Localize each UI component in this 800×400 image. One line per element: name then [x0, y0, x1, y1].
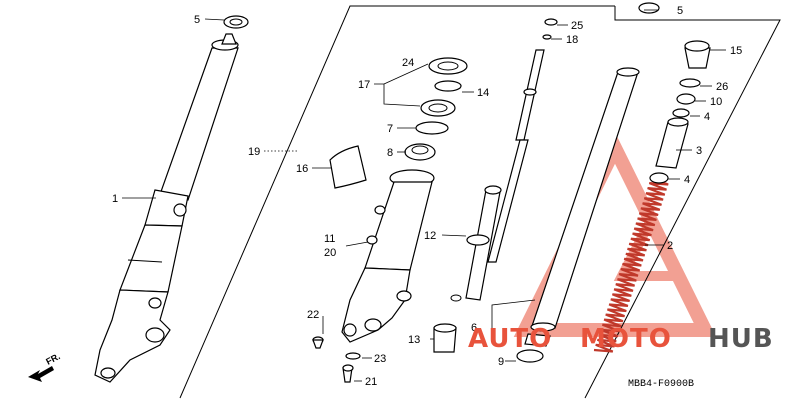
label-part-26: 26: [716, 81, 728, 93]
label-part-9: 9: [498, 356, 504, 368]
label-part-21: 21: [365, 376, 377, 388]
label-part-20: 20: [324, 247, 336, 259]
label-part-5-right: 5: [677, 5, 683, 17]
label-part-25: 25: [571, 20, 583, 32]
label-part-10: 10: [710, 96, 722, 108]
spring-2: [593, 176, 669, 353]
label-part-7: 7: [387, 123, 393, 135]
label-part-23: 23: [374, 353, 386, 365]
label-part-1: 1: [112, 193, 118, 205]
leader-lines: [122, 9, 726, 382]
damper-rod-12: [450, 18, 558, 302]
label-part-4-mid: 4: [684, 174, 690, 186]
label-part-2: 2: [667, 240, 673, 252]
label-part-19: 19: [248, 146, 260, 158]
fork-guard-16: [329, 145, 367, 189]
label-part-11: 11: [324, 233, 335, 245]
label-part-15: 15: [730, 45, 742, 57]
washer-part-5-left: [223, 15, 249, 29]
top-right-parts: [638, 2, 711, 184]
label-part-12: 12: [424, 230, 436, 242]
bolts: [312, 336, 361, 383]
assembly-boundary-left: [179, 5, 615, 399]
watermark-text-moto: MOTO: [580, 324, 672, 354]
label-part-8: 8: [387, 147, 393, 159]
fork-slider-19: [341, 169, 435, 343]
label-part-22: 22: [307, 309, 319, 321]
watermark-text-hub: HUB: [708, 324, 774, 354]
label-part-14: 14: [477, 87, 489, 99]
drawing-code: MBB4-F0900B: [628, 379, 694, 390]
label-part-5-left: 5: [194, 14, 200, 26]
fork-assembly-left: [94, 33, 239, 383]
label-part-6: 6: [471, 322, 477, 334]
label-part-17: 17: [358, 79, 370, 91]
assembly-boundary: [584, 6, 781, 399]
watermark-text-auto: AUTO: [468, 324, 552, 354]
label-part-24: 24: [402, 57, 414, 69]
label-part-4-top: 4: [704, 111, 710, 123]
label-part-18: 18: [566, 34, 578, 46]
front-direction-arrow: [28, 366, 54, 382]
front-direction-label: FR.: [44, 351, 61, 367]
inner-tube-6: [516, 67, 640, 363]
label-part-13: 13: [408, 334, 420, 346]
seal-stack: [404, 57, 468, 161]
label-part-3: 3: [696, 145, 702, 157]
label-part-16: 16: [296, 163, 308, 175]
